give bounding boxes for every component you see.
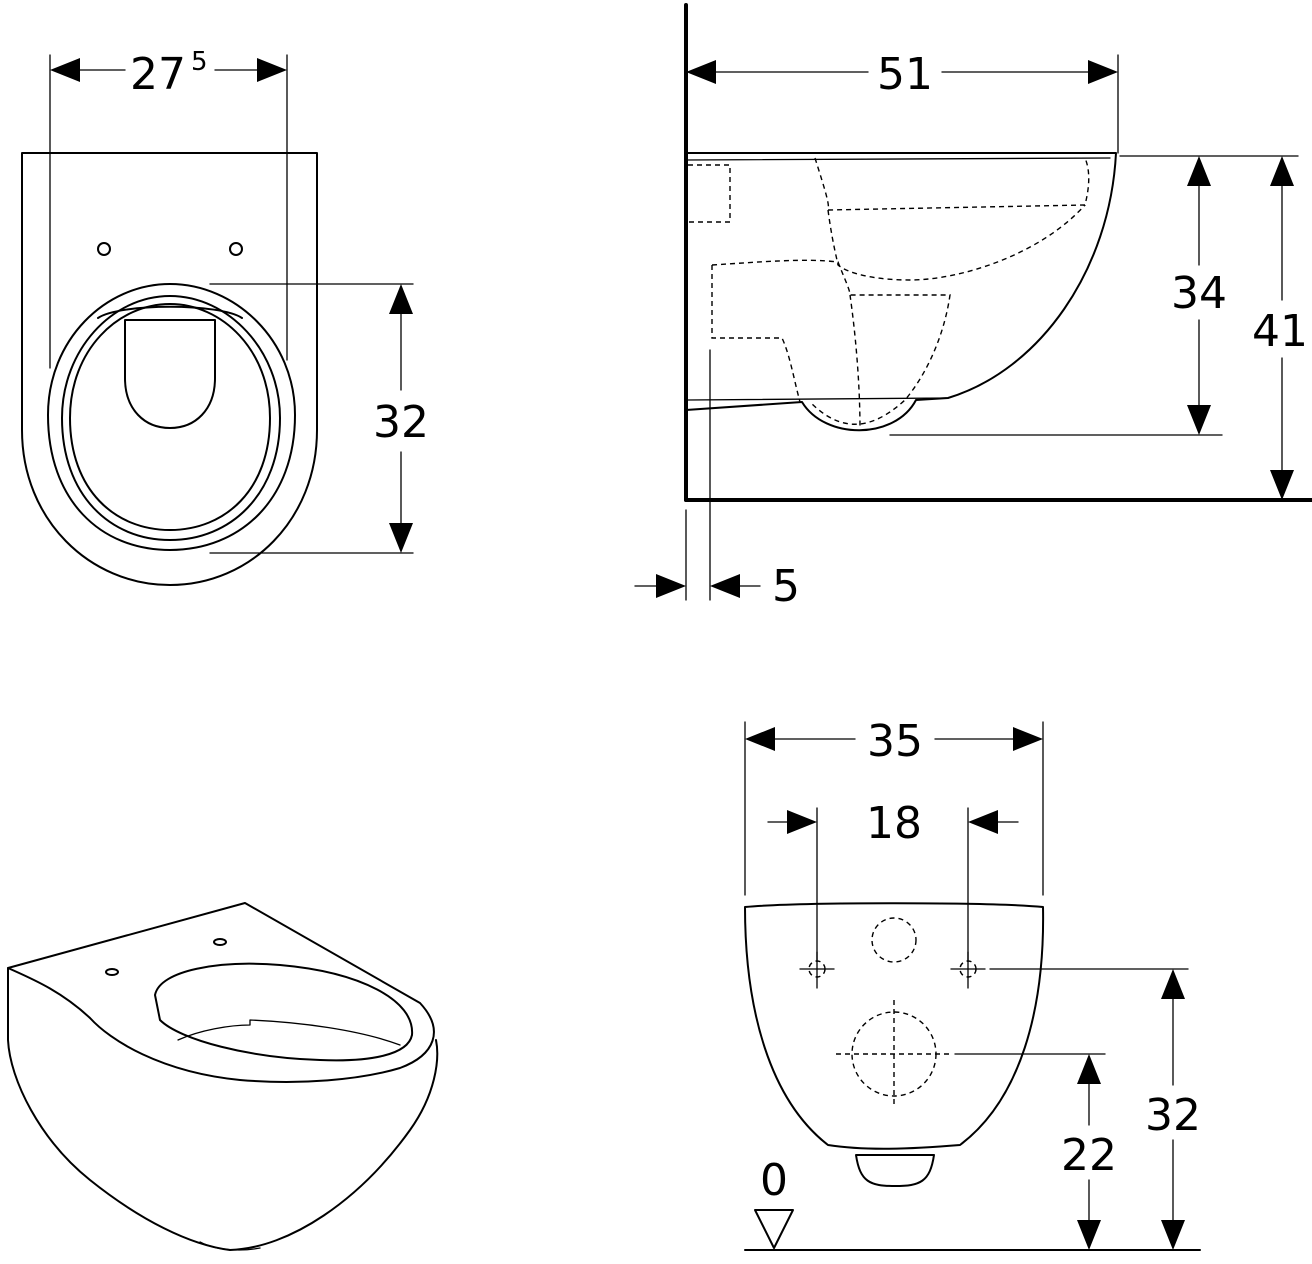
perspective-bowl-rim: [154, 962, 414, 1062]
side-view-hidden-lines: [688, 164, 731, 223]
floor-level-label: 0: [760, 1155, 788, 1206]
perspective-body-outline: [7, 967, 439, 1251]
top-view-seat-inner: [61, 295, 281, 541]
rear-view: 35 18 32 22 0: [744, 716, 1201, 1251]
top-view-bowl-opening: [124, 319, 216, 429]
rear-view-water-inlet: [871, 917, 917, 963]
top-view-seat-ring: [47, 283, 296, 551]
perspective-hole-right-icon: [213, 938, 227, 946]
top-width-superscript: 5: [191, 47, 208, 77]
side-view-bowl-outline: [685, 152, 1117, 432]
top-view-hinge: [97, 305, 243, 319]
side-total-height-label: 41: [1252, 306, 1308, 357]
rear-width-label: 35: [867, 716, 923, 767]
top-view: 27 5 32: [21, 47, 429, 586]
perspective-hole-left-icon: [105, 968, 119, 976]
top-width-label: 27: [130, 49, 186, 100]
side-view: 51 34 41 5: [634, 3, 1312, 612]
fixing-hole-left-icon: [97, 242, 111, 256]
top-depth-label: 32: [373, 397, 429, 448]
top-view-bowl-outline: [21, 152, 318, 586]
perspective-top-outline: [7, 902, 435, 1083]
side-wall-offset-label: 5: [772, 561, 800, 612]
rear-view-bowl-outline: [744, 902, 1045, 1150]
floor-level-marker-icon: [754, 1209, 794, 1249]
rear-bolt-spacing-label: 18: [866, 798, 922, 849]
top-view-lid: [69, 303, 271, 531]
fixing-hole-right-icon: [229, 242, 243, 256]
side-rim-height-label: 34: [1171, 268, 1227, 319]
rear-outlet-height-label: 22: [1061, 1130, 1117, 1181]
side-length-label: 51: [877, 49, 933, 100]
perspective-view: [7, 902, 439, 1251]
rear-bolt-height-label: 32: [1145, 1090, 1201, 1141]
rear-view-outlet: [855, 1154, 935, 1187]
